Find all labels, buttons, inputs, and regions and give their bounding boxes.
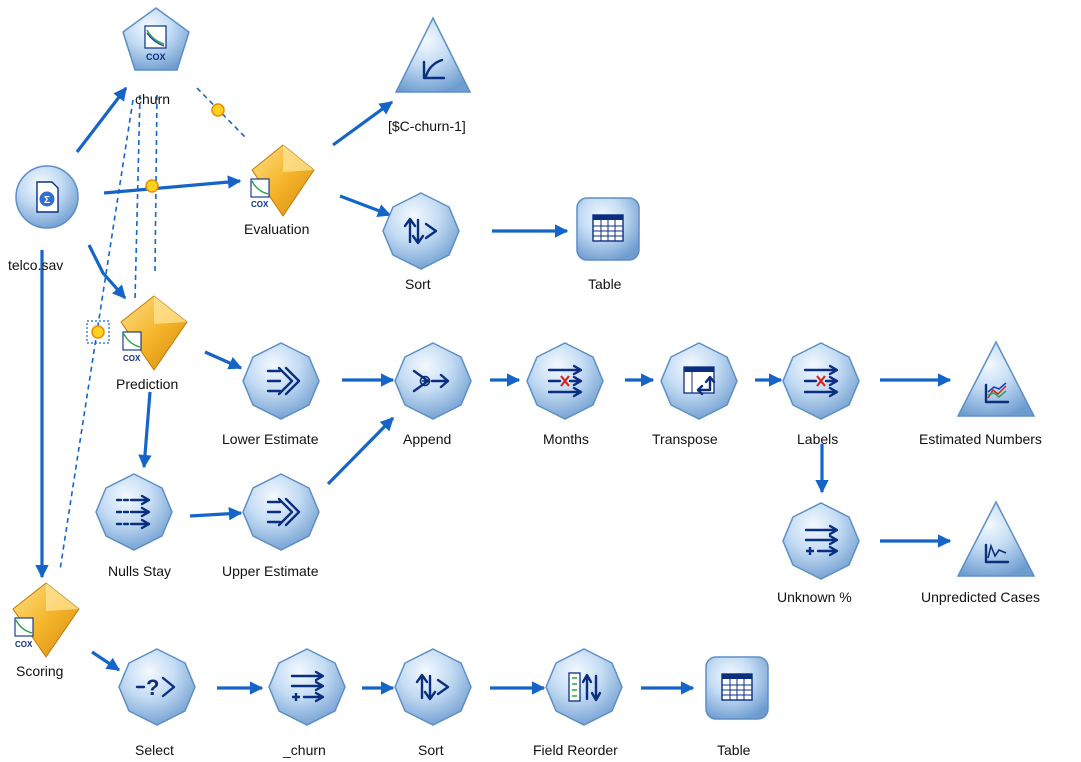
connector-source-to-prediction[interactable] — [87, 244, 127, 300]
node-label: telco.sav — [8, 257, 63, 273]
cox-model-nugget-icon: COX — [14, 617, 34, 649]
cox-model-nugget-icon: COX — [250, 178, 270, 209]
connector-prediction-to-lower[interactable] — [204, 350, 243, 370]
svg-text:?: ? — [146, 675, 159, 700]
multiplot-graph-icon — [984, 382, 1010, 404]
connector-upper-to-append[interactable] — [326, 416, 395, 486]
node-label: Months — [543, 431, 589, 447]
node-label: _churn — [282, 742, 326, 758]
connections — [35, 86, 952, 695]
node-evaluation-graph[interactable]: [$C-churn-1] — [388, 16, 472, 134]
node-evaluation-model[interactable]: COX Evaluation — [244, 144, 315, 237]
node-label: Sort — [405, 276, 431, 292]
cox-badge: COX — [123, 354, 141, 363]
cox-badge: COX — [251, 200, 269, 209]
node-label: Upper Estimate — [222, 563, 319, 579]
derive-plus-icon — [804, 524, 839, 557]
node-table-top[interactable]: Table — [576, 197, 640, 292]
connector-nulls-to-upper[interactable] — [189, 507, 243, 521]
node-scoring-model[interactable]: COX Scoring — [12, 582, 80, 679]
node-label: Table — [588, 276, 622, 292]
table-icon — [592, 214, 624, 242]
node-label: Lower Estimate — [222, 431, 319, 447]
cox-model-nugget-icon: COX — [122, 331, 142, 363]
connector-evaluation-to-sort[interactable] — [339, 194, 392, 217]
node-cox-model[interactable]: COX churn — [122, 7, 190, 107]
node-label: Transpose — [652, 431, 718, 447]
node-prediction-model[interactable]: COX Prediction — [116, 295, 188, 392]
line-graph-icon — [984, 543, 1010, 564]
svg-text:Σ: Σ — [44, 195, 50, 206]
node-label: Sort — [418, 742, 444, 758]
model-link-churn-prediction-b — [134, 94, 141, 301]
node-source[interactable]: Σ telco.sav — [8, 165, 79, 273]
model-link-churn-evaluation — [196, 87, 246, 138]
sort-icon — [403, 217, 438, 245]
node-label: Nulls Stay — [108, 563, 171, 579]
model-link-flag-evaluation — [211, 103, 225, 117]
node-label: Prediction — [116, 376, 178, 392]
node-labels[interactable]: Labels — [782, 342, 860, 447]
field-reorder-icon — [568, 672, 602, 702]
evaluation-graph-icon — [422, 58, 446, 80]
filter-icon — [803, 364, 839, 398]
node-table-bottom[interactable]: Table — [705, 656, 769, 758]
connector-evaluation-to-graph[interactable] — [332, 100, 394, 147]
transpose-icon — [683, 366, 716, 396]
node-select[interactable]: ? Select — [118, 648, 196, 758]
node-unknown-pct[interactable]: Unknown % — [777, 502, 860, 605]
node-churn-derive[interactable]: _churn — [268, 648, 346, 758]
node-label: churn — [135, 91, 170, 107]
select-icon: ? — [135, 675, 176, 700]
connector-source-to-evaluation[interactable] — [103, 175, 242, 195]
node-append[interactable]: Append — [394, 342, 472, 447]
node-label: Select — [135, 742, 174, 758]
node-field-reorder[interactable]: Field Reorder — [533, 648, 623, 758]
node-label: Unknown % — [777, 589, 852, 605]
model-link-flag-source — [145, 179, 159, 193]
filler-icon — [115, 494, 151, 530]
append-icon — [412, 369, 450, 393]
node-nulls-stay[interactable]: Nulls Stay — [95, 473, 173, 579]
node-upper-estimate[interactable]: Upper Estimate — [222, 473, 320, 579]
model-link-churn-prediction-a — [154, 94, 158, 273]
model-link-flag-prediction — [86, 320, 110, 344]
cox-modeling-node-icon: COX — [144, 25, 167, 62]
node-label: Scoring — [16, 663, 63, 679]
derive-plus-icon — [290, 670, 325, 703]
node-lower-estimate[interactable]: Lower Estimate — [222, 342, 320, 447]
node-sort-top[interactable]: Sort — [382, 192, 460, 292]
node-unpredicted-cases[interactable]: Unpredicted Cases — [921, 500, 1040, 605]
node-estimated-numbers[interactable]: Estimated Numbers — [919, 340, 1042, 447]
connector-source-to-churn[interactable] — [75, 86, 128, 153]
node-label: Unpredicted Cases — [921, 589, 1040, 605]
derive-icon — [266, 497, 301, 527]
table-icon — [721, 673, 753, 701]
node-sort-bottom[interactable]: Sort — [394, 648, 472, 758]
node-months[interactable]: Months — [526, 342, 604, 447]
connector-prediction-to-nulls[interactable] — [138, 391, 152, 469]
filter-icon — [547, 364, 583, 398]
node-label: Evaluation — [244, 221, 309, 237]
sort-icon — [415, 673, 450, 701]
node-label: [$C-churn-1] — [388, 118, 466, 134]
node-label: Field Reorder — [533, 742, 618, 758]
node-transpose[interactable]: Transpose — [652, 342, 738, 447]
connector-scoring-to-select[interactable] — [91, 650, 121, 672]
node-label: Labels — [797, 431, 838, 447]
cox-badge: COX — [15, 640, 33, 649]
derive-icon — [266, 366, 301, 396]
node-label: Table — [717, 742, 751, 758]
node-label: Append — [403, 431, 451, 447]
cox-badge: COX — [146, 52, 166, 62]
model-links — [59, 87, 246, 571]
node-label: Estimated Numbers — [919, 431, 1042, 447]
statistics-file-source-icon: Σ — [36, 181, 59, 213]
